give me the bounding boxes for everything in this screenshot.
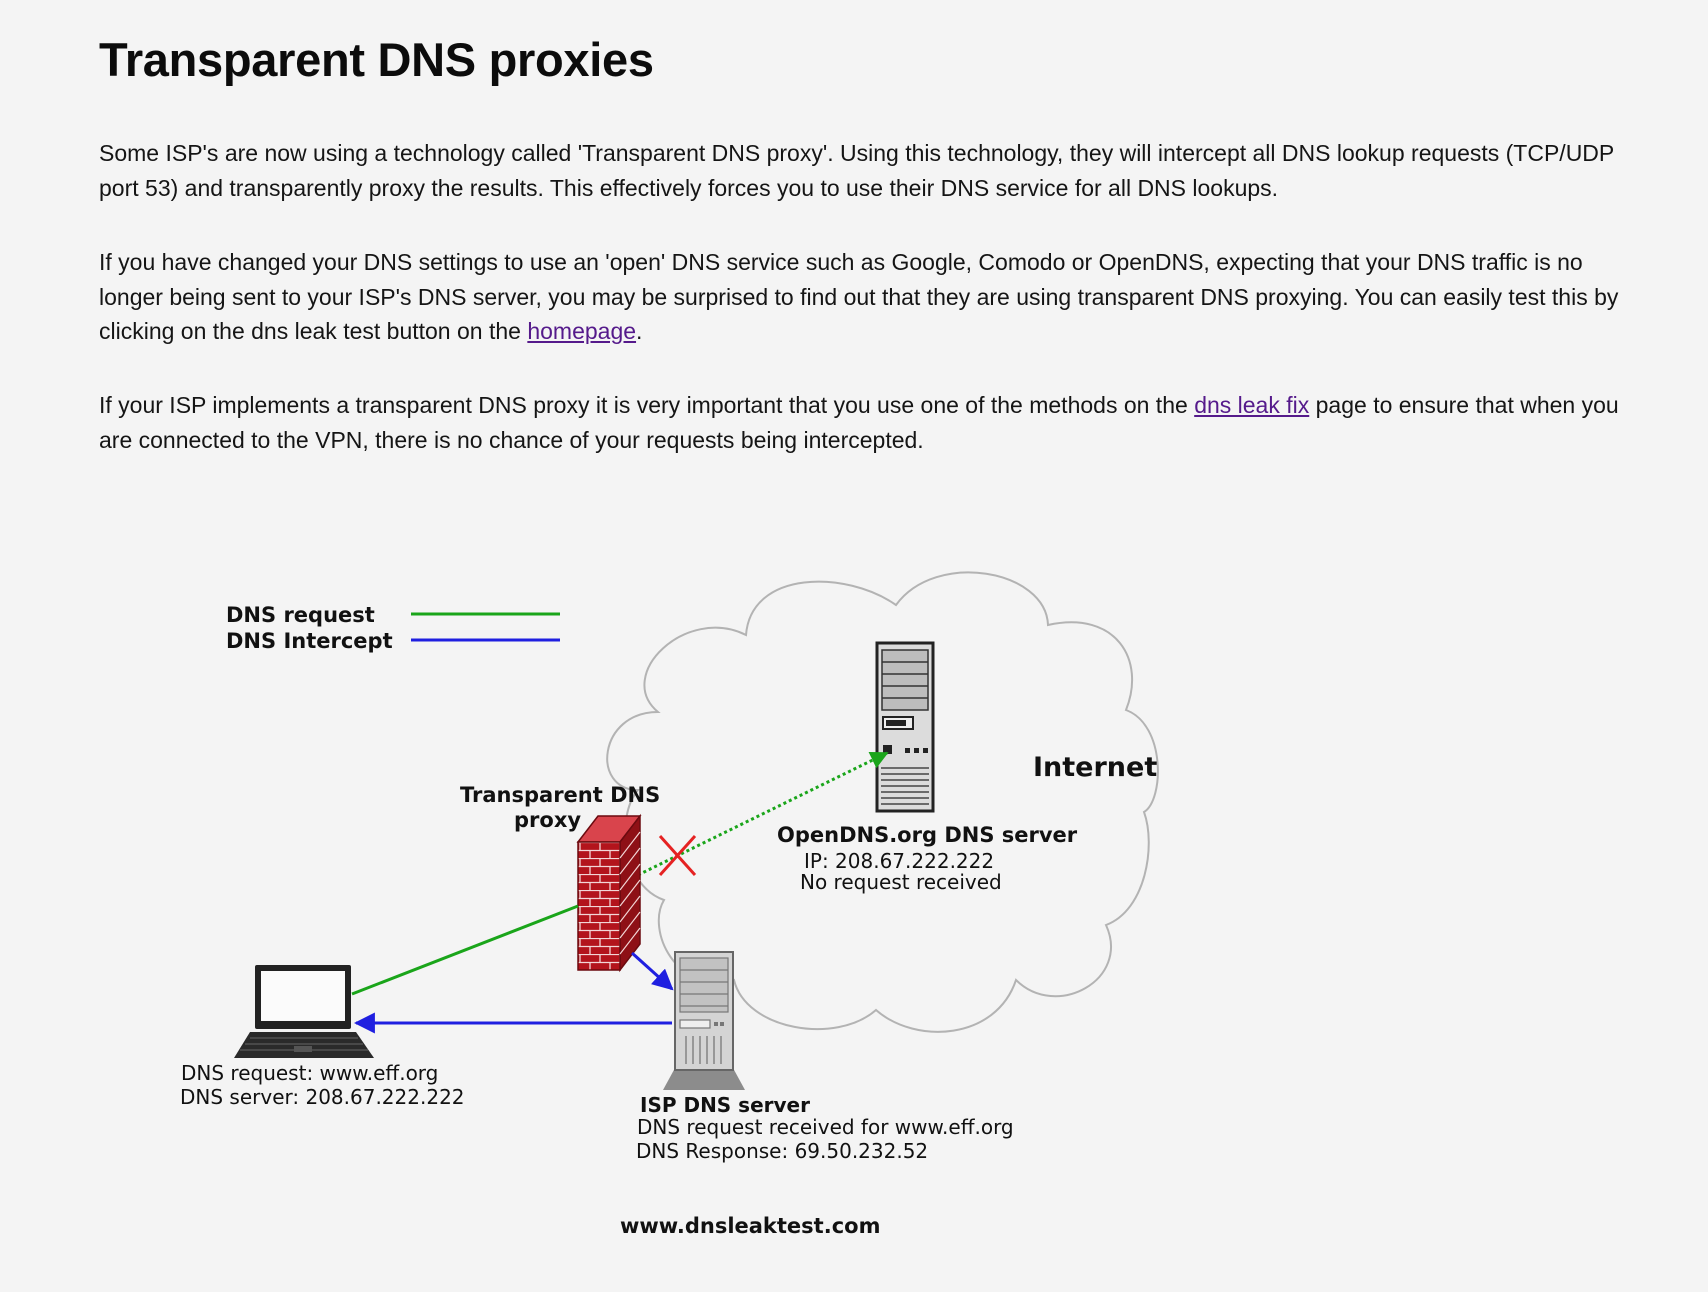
laptop-icon: [234, 965, 374, 1058]
opendns-status-label: No request received: [800, 870, 1002, 894]
watermark-label: www.dnsleaktest.com: [620, 1214, 880, 1238]
client-server-label: DNS server: 208.67.222.222: [180, 1085, 465, 1109]
client-request-label: DNS request: www.eff.org: [181, 1061, 438, 1085]
paragraph-intro: Some ISP's are now using a technology ca…: [99, 136, 1634, 205]
firewall-icon: [576, 813, 642, 973]
isp-received-label: DNS request received for www.eff.org: [637, 1115, 1014, 1139]
opendns-server-icon: [875, 641, 935, 813]
isp-server-icon: [663, 951, 745, 1090]
transparent-dns-proxy-diagram: DNS request DNS Intercept Internet: [90, 570, 1230, 1280]
page-title: Transparent DNS proxies: [99, 33, 654, 86]
paragraph-leak-fix-end: page to ensure that when you are connect…: [99, 392, 1619, 453]
opendns-name-label: OpenDNS.org DNS server: [777, 823, 1078, 847]
paragraph-leak-fix: If your ISP implements a transparent DNS…: [99, 388, 1634, 457]
dns-request-line: [351, 904, 579, 996]
legend-intercept-label: DNS Intercept: [226, 629, 393, 653]
legend-request-label: DNS request: [226, 603, 375, 627]
isp-name-label: ISP DNS server: [640, 1093, 810, 1117]
homepage-link[interactable]: homepage: [527, 318, 637, 344]
proxy-label-line1: Transparent DNS: [460, 783, 660, 807]
blocked-x-icon: [658, 834, 697, 877]
paragraph-open-dns-end: .: [636, 318, 643, 344]
paragraph-open-dns: If you have changed your DNS settings to…: [99, 245, 1634, 349]
blocked-request-line: [637, 751, 889, 877]
paragraph-open-dns-text: If you have changed your DNS settings to…: [99, 249, 1619, 344]
proxy-label-line2: proxy: [514, 808, 581, 832]
paragraph-leak-fix-text: If your ISP implements a transparent DNS…: [99, 392, 1195, 418]
intercept-to-isp-arrow: [630, 951, 674, 991]
opendns-ip-label: IP: 208.67.222.222: [804, 849, 994, 873]
isp-response-label: DNS Response: 69.50.232.52: [636, 1139, 928, 1163]
internet-label: Internet: [1033, 752, 1157, 783]
diagram-svg: DNS request DNS Intercept Internet: [180, 571, 1159, 1238]
paragraph-intro-text: Some ISP's are now using a technology ca…: [99, 140, 1614, 201]
dns-leak-fix-link[interactable]: dns leak fix: [1194, 392, 1310, 418]
